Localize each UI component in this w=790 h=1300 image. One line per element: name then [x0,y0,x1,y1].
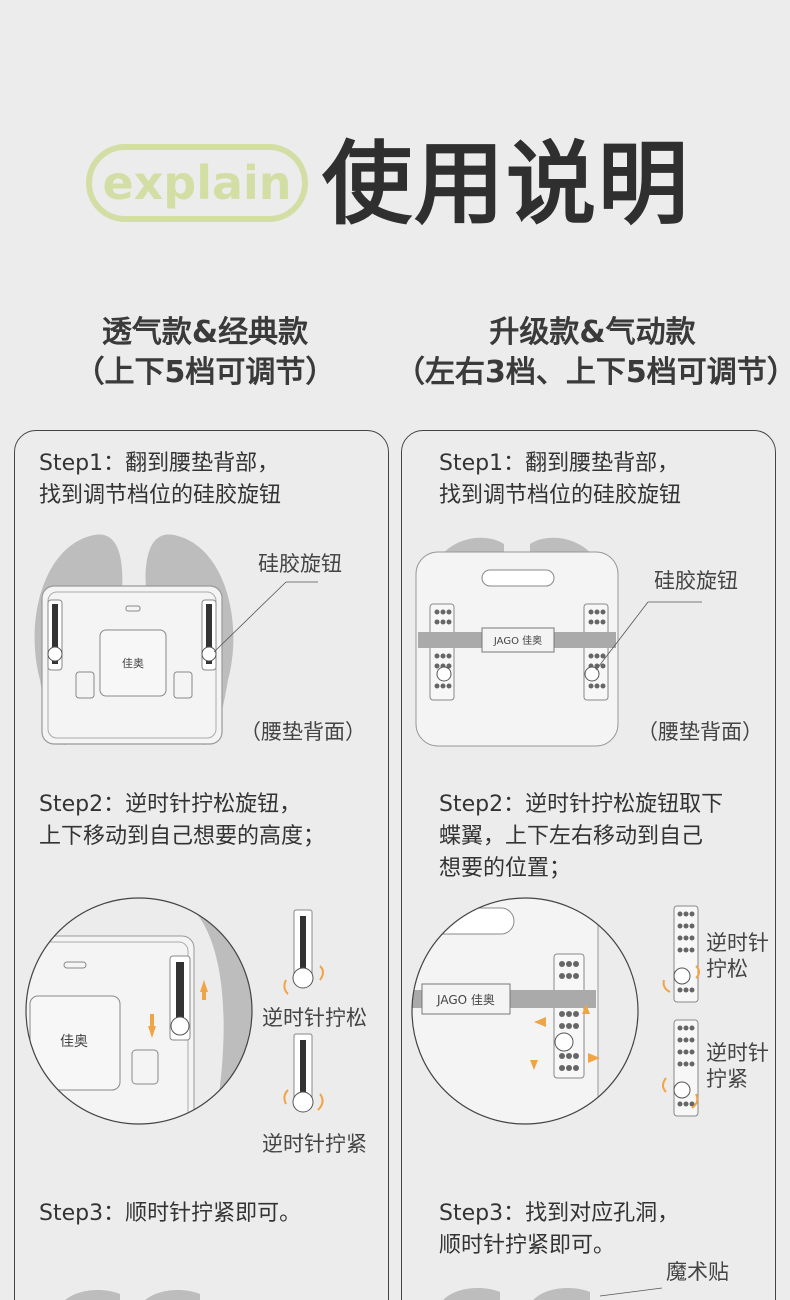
right-loosen-line2: 拧松 [706,957,748,981]
right-step2-line3: 想要的位置； [439,856,572,881]
left-step2-line1: Step2：逆时针拧松旋钮， [39,792,302,817]
right-back-caption: （腰垫背面） [637,720,763,744]
right-heading-line2: （左右3档、上下5档可调节） [395,355,790,390]
right-tighten-diagram [662,1019,699,1117]
right-velcro-callout: 魔术贴 [666,1260,729,1284]
right-cushion-back-illustration: JAGO 佳奥 [415,537,702,747]
right-step3-text: Step3：找到对应孔洞， 顺时针拧紧即可。 [439,1198,679,1262]
left-step1-text: Step1：翻到腰垫背部， 找到调节档位的硅胶旋钮 [39,448,281,512]
right-step2-line1: Step2：逆时针拧松旋钮取下 [439,792,724,817]
right-brand-logo-1: JAGO 佳奥 [493,634,542,647]
explain-badge: explain [86,144,308,222]
left-heading-line1: 透气款&经典款 [101,315,309,350]
left-tighten-label: 逆时针拧紧 [262,1132,367,1156]
right-tighten-line2: 拧紧 [706,1067,748,1091]
left-step2-text: Step2：逆时针拧松旋钮， 上下移动到自己想要的高度； [39,789,325,853]
left-loosen-label: 逆时针拧松 [262,1006,367,1030]
left-step1-line2: 找到调节档位的硅胶旋钮 [39,483,282,508]
left-tighten-diagram [283,1033,324,1113]
right-step1-line1: Step1：翻到腰垫背部， [439,451,680,476]
right-step2-text: Step2：逆时针拧松旋钮取下 蝶翼，上下左右移动到自己 想要的位置； [439,789,723,885]
left-step1-line1: Step1：翻到腰垫背部， [39,451,280,476]
left-step3-line1: Step3：顺时针拧紧即可。 [39,1201,302,1226]
right-step3-line1: Step3：找到对应孔洞， [439,1201,680,1226]
right-step1-line2: 找到调节档位的硅胶旋钮 [439,483,682,508]
right-step3-line2: 顺时针拧紧即可。 [439,1233,616,1258]
right-loosen-diagram [662,905,700,1003]
left-step3-illustration [65,1290,200,1300]
page-header: explain 使用说明 [0,130,790,240]
right-heading-line1: 升级款&气动款 [489,315,696,350]
left-heading-line2: （上下5档可调节） [74,355,336,390]
right-knob-callout: 硅胶旋钮 [654,569,738,593]
right-zoom-illustration: JAGO 佳奥 [411,897,639,1125]
left-back-caption: （腰垫背面） [240,720,366,744]
right-column-heading: 升级款&气动款 （左右3档、上下5档可调节） [395,313,790,393]
left-zoom-illustration: 佳奥 [25,897,253,1125]
left-step2-line2: 上下移动到自己想要的高度； [39,824,326,849]
left-step3-text: Step3：顺时针拧紧即可。 [39,1198,301,1230]
left-cushion-back-illustration: 佳奥 [34,534,318,745]
right-tighten-label: 逆时针 拧紧 [706,1040,769,1092]
left-column-heading: 透气款&经典款 （上下5档可调节） [20,313,390,393]
page-title: 使用说明 [322,132,690,237]
left-knob-callout: 硅胶旋钮 [258,552,342,576]
right-brand-logo-2: JAGO 佳奥 [436,993,495,1007]
right-step2-line2: 蝶翼，上下左右移动到自己 [439,824,704,849]
left-loosen-diagram [283,909,324,995]
right-loosen-label: 逆时针 拧松 [706,930,769,982]
right-loosen-line1: 逆时针 [706,931,769,955]
right-tighten-line1: 逆时针 [706,1041,769,1065]
right-step3-illustration [443,1287,663,1300]
left-brand-logo-2: 佳奥 [60,1033,88,1050]
left-brand-logo-1: 佳奥 [122,656,144,670]
right-step1-text: Step1：翻到腰垫背部， 找到调节档位的硅胶旋钮 [439,448,681,512]
